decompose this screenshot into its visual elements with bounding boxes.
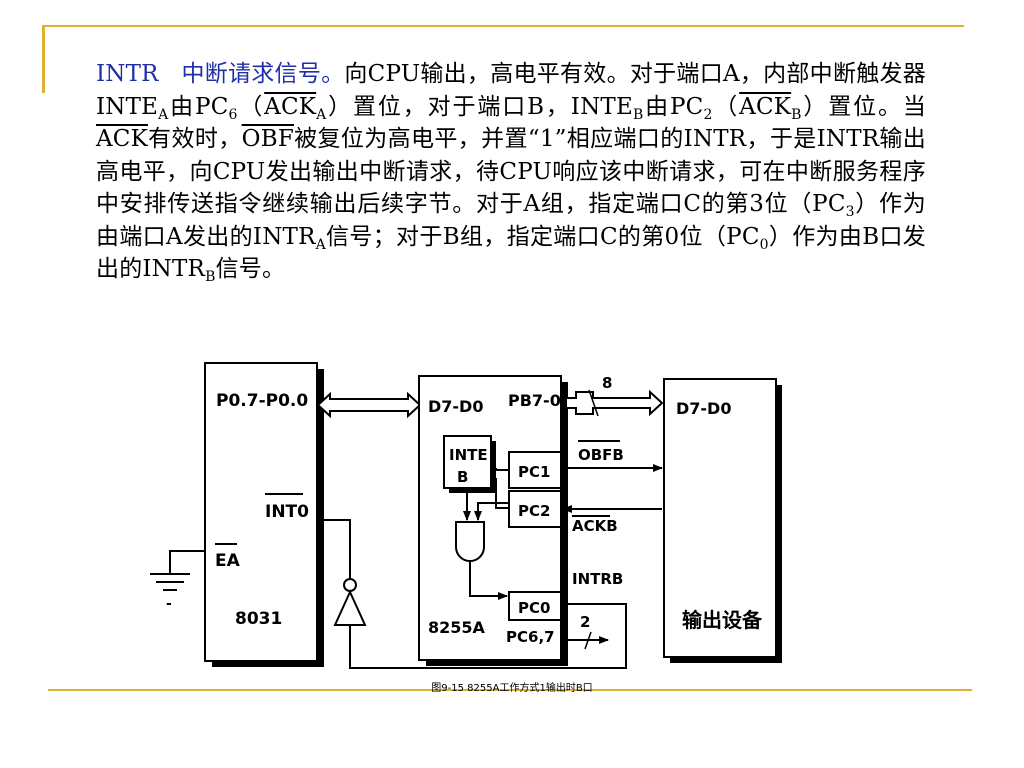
cpu-name-label: 8031 — [235, 609, 282, 629]
sub-a3: A — [315, 236, 326, 253]
inte-bot-label: B — [457, 468, 468, 486]
inverter-bubble — [343, 578, 357, 592]
inte-box — [443, 435, 492, 489]
sub-a2: A — [316, 106, 327, 123]
sub-b2: B — [791, 106, 802, 123]
pc67-width-label: 2 — [580, 613, 590, 631]
pb-label: PB7-0 — [508, 391, 561, 410]
obfb-label: OBFB — [578, 446, 624, 464]
description-paragraph: INTR 中断请求信号。向CPU输出，高电平有效。对于端口A，内部中断触发器IN… — [96, 58, 926, 286]
pc0-label: PC0 — [518, 599, 550, 617]
text-p12: ）作为由B口发出的INTR — [96, 223, 926, 283]
sub-6: 6 — [228, 106, 238, 123]
ackb-label: ACKB — [572, 517, 618, 535]
and-to-pc0-wire — [469, 561, 508, 600]
text-p7: ）置位。当 — [801, 93, 927, 120]
bus-slash — [588, 389, 599, 417]
top-rule — [42, 25, 964, 27]
pc67-label: PC6,7 — [506, 628, 555, 646]
ack-c: ACK — [96, 126, 148, 152]
cpu-box — [204, 362, 318, 662]
pb-bus-arrow — [565, 389, 664, 417]
chip-name-label: 8255A — [428, 618, 486, 637]
sub-a1: A — [158, 106, 169, 123]
data-bus-arrow — [316, 391, 422, 419]
inverter-to-int0-wire — [318, 519, 351, 579]
ea-label: EA — [215, 551, 241, 571]
pc67-slash — [584, 631, 592, 650]
ground-wire — [169, 550, 205, 574]
text-p13: 信号。 — [215, 256, 286, 282]
intr-term: INTR — [96, 61, 159, 87]
sub-0: 0 — [759, 236, 769, 253]
sub-b3: B — [205, 269, 216, 285]
bottom-rule — [48, 689, 972, 691]
int0-label: INT0 — [265, 502, 309, 522]
ack-a: ACK — [264, 93, 317, 120]
pc2-to-inte-wire — [495, 478, 509, 509]
sub-2: 2 — [703, 106, 713, 123]
device-name-label: 输出设备 — [682, 608, 763, 632]
text-p4: ）置位，对于端口B，INTE — [326, 93, 633, 120]
inte-pc1-wire — [495, 468, 509, 471]
ground-minus: - — [166, 596, 172, 612]
pc2-to-and-wire — [474, 502, 509, 521]
and-gate — [455, 521, 485, 562]
cpu-port-label: P0.7-P0.0 — [216, 391, 308, 411]
intrb-return-wire — [349, 603, 627, 669]
text-p2: 由PC — [168, 93, 229, 120]
obf: OBF — [241, 126, 294, 152]
text-p9: 被复位为高电平，并置“1”相应端口的INTR，于是INTR输出高电平，向CPU发… — [96, 126, 926, 217]
pc2-label: PC2 — [518, 502, 550, 520]
text-p3: （ — [237, 93, 265, 120]
text-p6: （ — [712, 93, 740, 120]
text-p11: 信号；对于B组，指定端口C的第0位（PC — [325, 223, 760, 250]
bus-width-label: 8 — [602, 374, 612, 392]
text-p10: ）作为由端口A发出的INTR — [96, 191, 926, 250]
intr-desc: 中断请求信号。 — [181, 61, 345, 87]
pc1-label: PC1 — [518, 463, 550, 481]
sub-3: 3 — [845, 204, 855, 220]
text-p1: 向CPU输出，高电平有效。对于端口A，内部中断触发器INTE — [96, 61, 926, 120]
ack-b: ACK — [739, 93, 792, 120]
text-p8: 有效时， — [148, 126, 242, 152]
pc0-box — [508, 591, 562, 621]
chip-d7d0-label: D7-D0 — [428, 397, 483, 416]
device-box — [663, 378, 777, 658]
text-p5: 由PC — [643, 93, 704, 120]
inverter-gate — [333, 589, 367, 626]
figure-caption: 图9-15 8255A工作方式1输出时B口 — [431, 683, 593, 694]
sub-b1: B — [632, 106, 644, 123]
inte-top-label: INTE — [449, 446, 488, 464]
intrb-label: INTRB — [572, 570, 623, 588]
left-rule — [42, 25, 45, 93]
device-d7d0-label: D7-D0 — [676, 399, 731, 418]
